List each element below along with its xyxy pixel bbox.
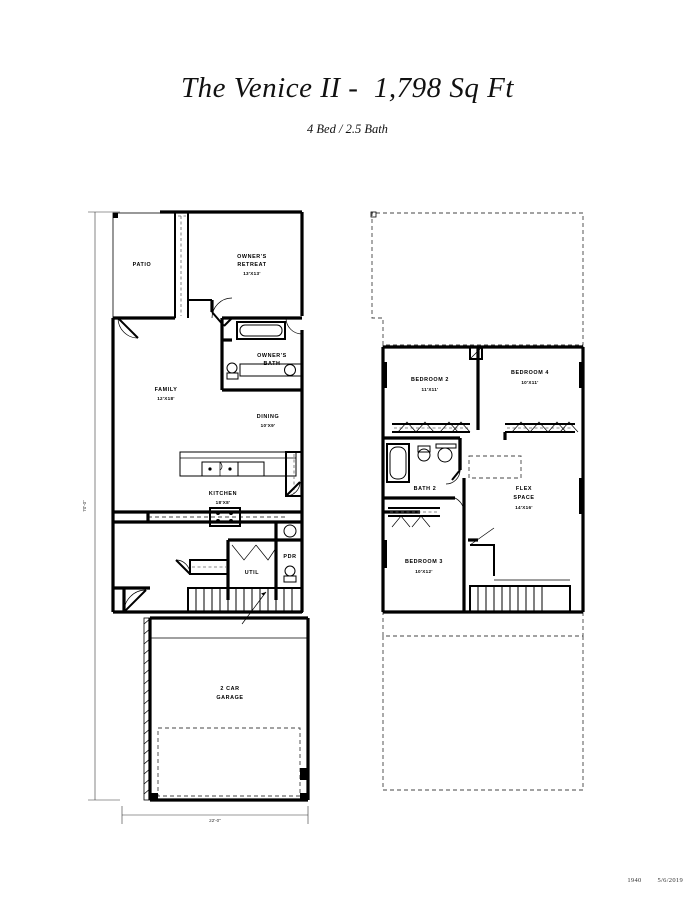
family-room: FAMILY 12'X18' <box>117 317 178 401</box>
kitchen-dimension: 18'X8' <box>216 500 231 505</box>
bedroom-4-dimension: 10'X11' <box>521 380 538 385</box>
plan-header: The Venice II - 1,798 Sq Ft 4 Bed / 2.5 … <box>0 72 695 137</box>
first-floor-plan: 70'-0" 22'-0" PATIO <box>82 210 310 824</box>
owners-retreat-dimension: 13'X13' <box>243 271 261 276</box>
bedroom-2-label: BEDROOM 2 <box>411 377 449 383</box>
svg-text:SPACE: SPACE <box>513 495 534 501</box>
flex-space-label: FLEX <box>516 486 532 492</box>
patio-area: PATIO <box>112 212 176 319</box>
family-dimension: 12'X18' <box>157 396 175 401</box>
garage-label: 2 CAR <box>220 686 239 692</box>
bedroom-2-dimension: 11'X11' <box>421 387 438 392</box>
powder-room-label: PDR <box>283 554 296 560</box>
second-floor-walls <box>381 345 585 614</box>
first-floor-left-dimension: 70'-0" <box>82 500 87 512</box>
second-floor-stairs <box>468 527 571 613</box>
page-title: The Venice II - 1,798 Sq Ft <box>181 72 514 104</box>
bath-2-room: BATH 2 <box>383 436 462 500</box>
front-entry <box>113 586 150 613</box>
plan-number: 1940 <box>627 877 642 884</box>
flex-space-room: FLEX SPACE 14'X16' <box>454 438 583 540</box>
plan-subtitle: 4 Bed / 2.5 Bath <box>307 122 388 136</box>
bedroom-3-label: BEDROOM 3 <box>405 559 443 565</box>
garage-area: 2 CAR GARAGE <box>143 616 310 802</box>
svg-text:BATH: BATH <box>264 361 281 367</box>
bath-2-label: BATH 2 <box>414 486 437 492</box>
dining-dimension: 10'X9' <box>261 423 276 428</box>
owners-retreat-label: OWNER'S <box>237 254 267 260</box>
dining-label: DINING <box>257 414 279 420</box>
garage-wall-hatch <box>143 617 152 801</box>
kitchen-room: KITCHEN 18'X8' <box>113 451 303 527</box>
plan-date: 5/6/2019 <box>657 877 683 884</box>
dining-room: DINING 10'X9' <box>257 414 279 428</box>
family-label: FAMILY <box>155 387 178 393</box>
kitchen-label: KITCHEN <box>209 491 237 497</box>
plan-footer: 1940 5/6/2019 <box>613 877 683 884</box>
second-floor-plan: BEDROOM 2 11'X11' BE <box>370 211 585 791</box>
owners-bath-label: OWNER'S <box>257 353 287 359</box>
svg-text:RETREAT: RETREAT <box>237 262 266 268</box>
utility-room: UTIL <box>175 538 277 600</box>
svg-text:GARAGE: GARAGE <box>216 695 243 701</box>
first-floor-dimension-lines: 70'-0" 22'-0" <box>82 211 309 824</box>
bedroom-4-label: BEDROOM 4 <box>511 370 549 376</box>
bedroom-4-room: BEDROOM 4 10'X11' <box>503 362 583 440</box>
patio-label: PATIO <box>133 262 152 268</box>
bedroom-2-room: BEDROOM 2 11'X11' <box>383 346 483 433</box>
kitchen-side-closet <box>285 451 303 497</box>
bedroom-3-dimension: 10'X12' <box>415 569 433 574</box>
utility-label: UTIL <box>245 570 259 576</box>
bedroom-3-room: BEDROOM 3 10'X12' <box>383 507 466 612</box>
flex-space-dimension: 14'X16' <box>515 505 533 510</box>
owners-retreat-room: OWNER'S RETREAT 13'X13' <box>188 254 267 327</box>
owners-bath-room: OWNER'S BATH <box>220 316 303 392</box>
first-floor-bottom-dimension: 22'-0" <box>209 818 221 823</box>
second-floor-outline <box>370 211 584 791</box>
